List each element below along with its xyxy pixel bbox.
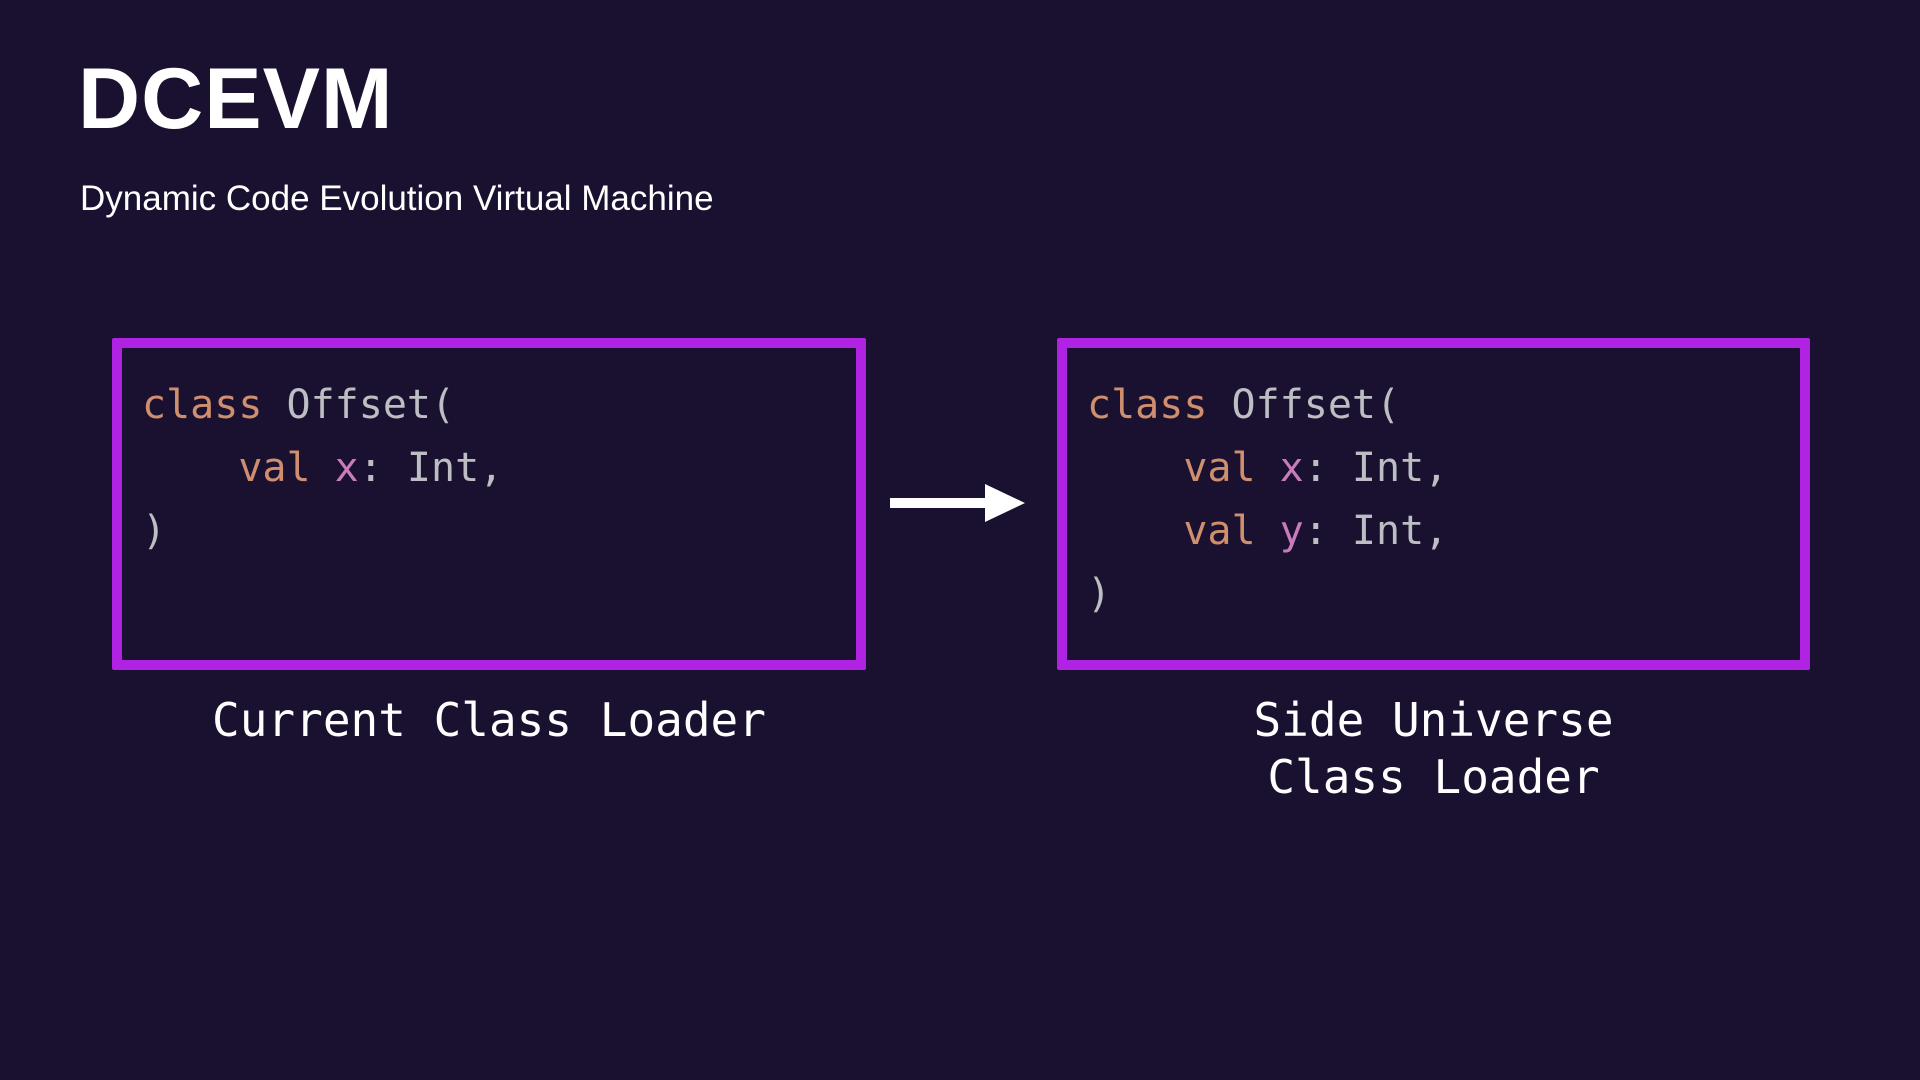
code-line: class Offset( xyxy=(142,382,456,428)
code-box-current-class-loader: class Offset( val x: Int,) xyxy=(112,338,866,670)
code-box-side-universe-class-loader: class Offset( val x: Int, val y: Int,) xyxy=(1057,338,1810,670)
page-subtitle: Dynamic Code Evolution Virtual Machine xyxy=(80,179,714,218)
code-line: ) xyxy=(1087,571,1112,617)
page-title: DCEVM xyxy=(78,51,394,147)
code-block-side-universe: class Offset( val x: Int, val y: Int,) xyxy=(1067,348,1800,626)
code-block-current: class Offset( val x: Int,) xyxy=(122,348,856,563)
code-line: ) xyxy=(142,508,167,554)
label-side-universe-class-loader: Side Universe Class Loader xyxy=(1253,693,1614,804)
code-line: class Offset( xyxy=(1087,382,1401,428)
code-line: val y: Int, xyxy=(1183,508,1449,554)
label-current-class-loader: Current Class Loader xyxy=(212,693,766,747)
right-arrow-icon xyxy=(890,484,1025,522)
code-line: val x: Int, xyxy=(1183,445,1449,491)
code-line: val x: Int, xyxy=(238,445,504,491)
